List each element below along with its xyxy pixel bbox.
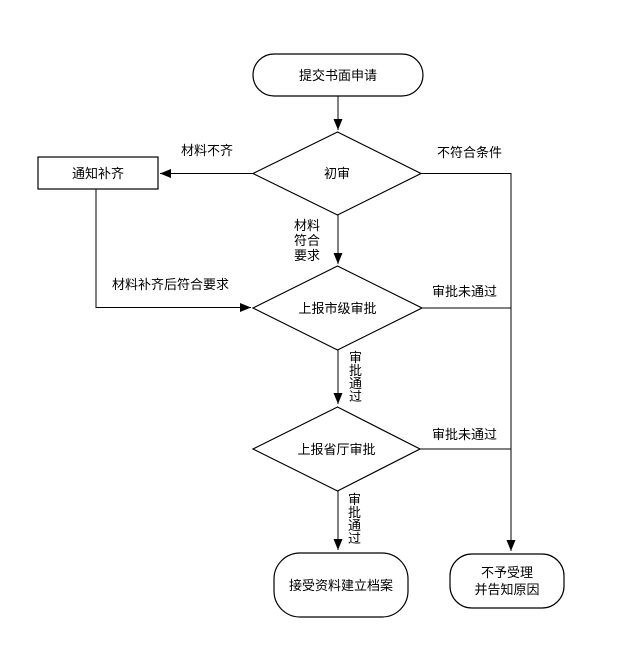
city-approval-node-label: 上报市级审批 <box>298 300 377 316</box>
edge-not-qualified-to-reject <box>421 173 516 551</box>
start-terminator-shape <box>252 53 424 97</box>
edge-notify-to-city-approval <box>95 189 251 312</box>
accept-node-label: 接受资料建立档案 <box>288 577 393 593</box>
reject-terminator-shape <box>449 553 565 609</box>
edge-label-city-approval-failed: 审批未通过 <box>432 284 498 299</box>
reject-node-label-line1: 不予受理 <box>480 565 533 580</box>
initial-review-diamond-shape <box>251 131 423 216</box>
accept-terminator-shape <box>273 552 409 618</box>
notify-process-shape <box>37 156 159 190</box>
edge-label-materials-completed-meet-requirements: 材料补齐后符合要求 <box>112 277 230 292</box>
reject-node-label-line2: 并告知原因 <box>474 582 540 597</box>
edge-label-city-approval-passed: 审批通过 <box>348 350 362 404</box>
reject-node-label: 不予受理 并告知原因 <box>450 554 564 608</box>
initial-review-node-label: 初审 <box>323 166 350 181</box>
notify-node-label: 通知补齐 <box>71 165 124 181</box>
start-node-label: 提交书面申请 <box>298 67 377 83</box>
edge-label-materials-incomplete: 材料不齐 <box>181 143 234 158</box>
province-approval-diamond-shape <box>251 406 422 492</box>
city-approval-diamond-shape <box>251 265 424 351</box>
edge-label-not-qualified: 不符合条件 <box>437 145 503 160</box>
edge-label-materials-meet-requirements: 材料符合要求 <box>293 218 320 263</box>
province-approval-node-label: 上报省厅审批 <box>297 441 376 457</box>
edge-label-province-approval-passed: 审批通过 <box>347 492 361 546</box>
edge-label-province-approval-failed: 审批未通过 <box>432 427 498 442</box>
